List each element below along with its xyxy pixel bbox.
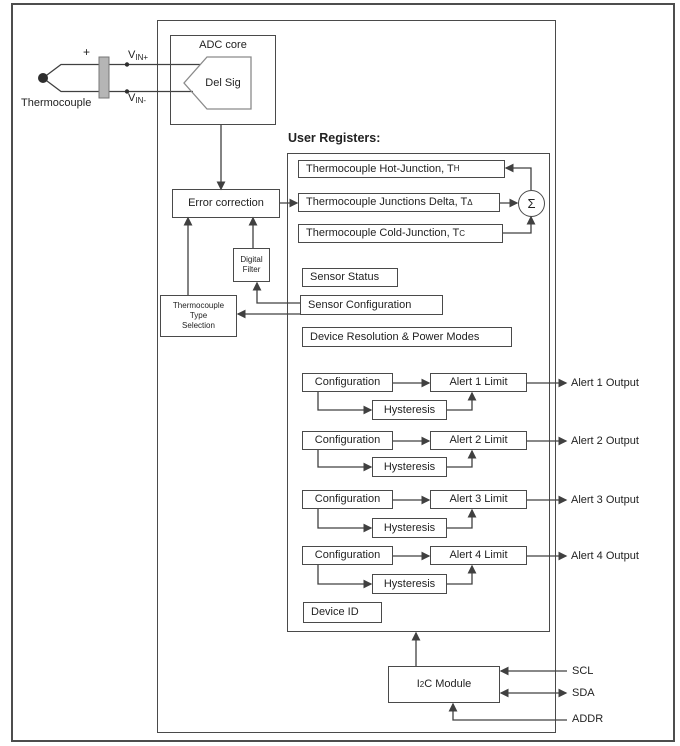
alert3-config-to-hysteresis-arrow: [317, 509, 373, 533]
alert2-output-label: Alert 2 Output: [571, 435, 639, 447]
summation-node: Σ: [518, 190, 545, 217]
vin-plus-label: VIN+: [128, 49, 148, 62]
alert1-configuration-box: Configuration: [302, 373, 393, 392]
thermocouple-wire-minus: [42, 77, 99, 93]
thermocouple-bead: [38, 73, 48, 83]
sensor-config-to-digital-filter-arrow: [252, 281, 300, 304]
alert3-hysteresis-to-limit-arrow: [447, 508, 477, 529]
sigma-to-hot-junction-arrow: [504, 163, 532, 190]
alert2-config-to-hysteresis-arrow: [317, 450, 373, 472]
alert4-limit-box: Alert 4 Limit: [430, 546, 527, 565]
alert2-configuration-box: Configuration: [302, 431, 393, 450]
delsig-shape: [183, 56, 252, 110]
alert1-hysteresis-to-limit-arrow: [447, 391, 477, 411]
vin-minus-sub: IN-: [135, 96, 147, 105]
sda-pin-label: SDA: [572, 687, 595, 699]
vin-minus-main: V: [128, 92, 136, 104]
alert1-limit-box: Alert 1 Limit: [430, 373, 527, 392]
alert4-hysteresis-box: Hysteresis: [372, 574, 447, 594]
alert3-limit-box: Alert 3 Limit: [430, 490, 527, 509]
alert4-configuration-box: Configuration: [302, 546, 393, 565]
vin-plus-sub: IN+: [135, 53, 149, 62]
type-selection-line1: Thermocouple: [172, 301, 225, 310]
vin-minus-label: VIN-: [128, 92, 146, 105]
user-registers-title: User Registers:: [288, 131, 381, 145]
alert2-hysteresis-to-limit-arrow: [447, 449, 477, 468]
scl-pin-label: SCL: [572, 665, 594, 677]
alert4-config-to-hysteresis-arrow: [317, 565, 373, 589]
type-selection-line2: Type: [189, 311, 208, 320]
thermocouple-connector: [98, 56, 110, 99]
polarity-plus-label: +: [83, 45, 91, 59]
alert2-hysteresis-box: Hysteresis: [372, 457, 447, 477]
vin-plus-main: V: [128, 49, 136, 61]
register-junctions-delta-label: Thermocouple Junctions Delta, T: [306, 196, 468, 208]
register-device-resolution: Device Resolution & Power Modes: [302, 327, 512, 347]
alert3-hysteresis-box: Hysteresis: [372, 518, 447, 538]
cold-junction-to-sigma-arrow: [503, 215, 536, 234]
error-correction-box: Error correction: [172, 189, 280, 218]
digital-filter-line2: Filter: [242, 265, 261, 274]
addr-line: [448, 702, 567, 721]
adc-core-title: ADC core: [199, 39, 247, 51]
figure-outer-frame: [11, 3, 675, 742]
alert3-output-label: Alert 3 Output: [571, 494, 639, 506]
alert4-output-label: Alert 4 Output: [571, 550, 639, 562]
addr-pin-label: ADDR: [572, 713, 604, 725]
delsig-label: Del Sig: [205, 77, 241, 89]
digital-filter-line1: Digital: [240, 255, 263, 264]
alert3-configuration-box: Configuration: [302, 490, 393, 509]
alert2-limit-box: Alert 2 Limit: [430, 431, 527, 450]
register-hot-junction-label: Thermocouple Hot-Junction, T: [306, 162, 454, 175]
alert1-hysteresis-box: Hysteresis: [372, 400, 447, 420]
register-sensor-configuration: Sensor Configuration: [300, 295, 443, 315]
type-selection-line3: Selection: [182, 321, 215, 330]
adc-core-box: [170, 35, 276, 125]
alert1-output-label: Alert 1 Output: [571, 377, 639, 389]
thermocouple-wire-plus: [42, 63, 99, 79]
thermocouple-label: Thermocouple: [21, 97, 92, 109]
alert4-hysteresis-to-limit-arrow: [447, 564, 477, 585]
vin-plus-node-dot: [124, 62, 130, 67]
digital-filter-box: Digital Filter: [233, 248, 270, 282]
register-device-id: Device ID: [303, 602, 382, 623]
register-sensor-status: Sensor Status: [302, 268, 398, 287]
user-registers-box: [287, 153, 550, 632]
i2c-label-rest: C Module: [424, 678, 472, 690]
vin-minus-node-dot: [124, 89, 130, 94]
thermocouple-type-selection-box: Thermocouple Type Selection: [160, 295, 237, 337]
chip-boundary: [157, 20, 556, 733]
register-cold-junction-label: Thermocouple Cold-Junction, T: [306, 227, 460, 239]
alert1-config-to-hysteresis-arrow: [317, 392, 373, 415]
i2c-label-base: I: [416, 678, 420, 690]
